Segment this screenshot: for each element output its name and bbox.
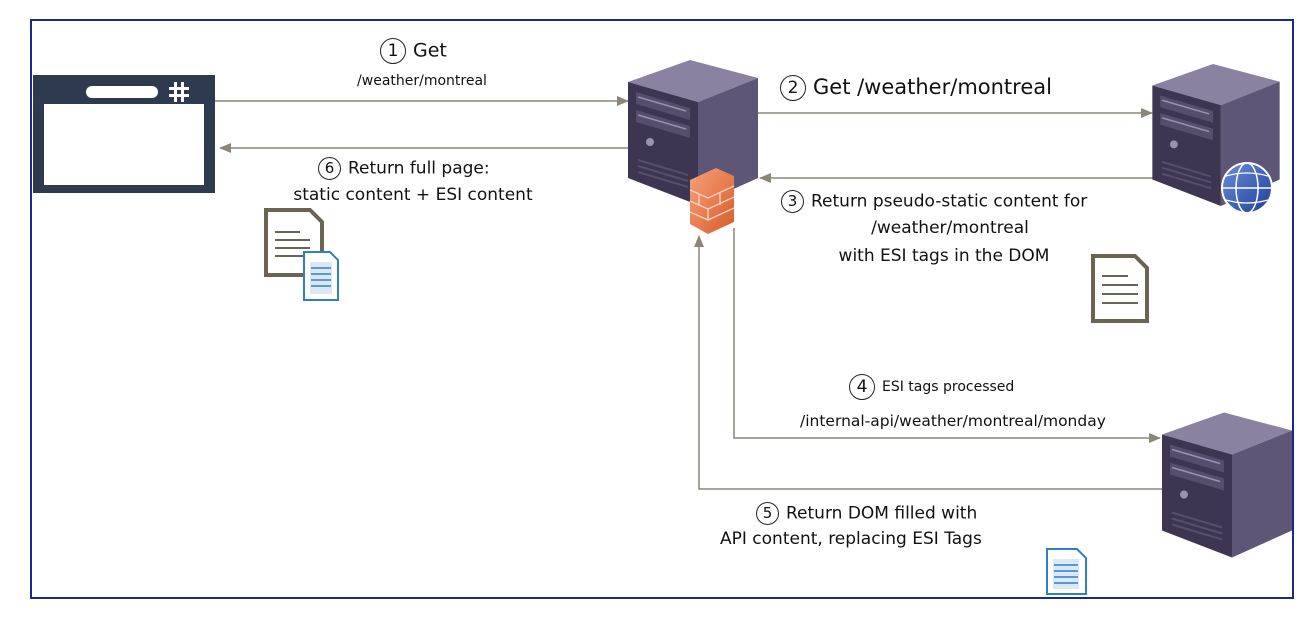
document-icon (303, 251, 339, 301)
step-3-line-1: /weather/montreal (871, 218, 1029, 238)
step-label: Return pseudo-static content for (811, 191, 1088, 212)
step-number-badge: 2 (780, 75, 806, 101)
step-2-title: 2 Get /weather/montreal (780, 75, 1052, 101)
step-6-title: 6 Return full page: (318, 157, 490, 180)
firewall-icon (689, 168, 735, 234)
arrow-step-4 (733, 228, 1161, 443)
api-server-icon (1162, 411, 1292, 559)
globe-icon (1221, 162, 1273, 214)
step-1-title: 1 Get (380, 38, 447, 64)
step-label: ESI tags processed (882, 379, 1015, 395)
step-label: Get /weather/montreal (813, 75, 1052, 99)
diagram-frame (30, 19, 1294, 599)
step-label: Return full page: (348, 158, 490, 179)
step-number-badge: 6 (318, 157, 341, 180)
document-icon (1091, 254, 1149, 323)
step-5-title: 5 Return DOM filled with (756, 502, 977, 525)
arrow-step-5 (694, 235, 1166, 490)
step-5-line-1: API content, replacing ESI Tags (720, 529, 982, 549)
step-label: Return DOM filled with (786, 503, 978, 524)
step-3-title: 3 Return pseudo-static content for (781, 190, 1087, 213)
step-number-badge: 4 (849, 374, 875, 400)
step-number-badge: 5 (756, 502, 779, 525)
browser-window-icon (33, 75, 215, 193)
step-3-line-2: with ESI tags in the DOM (838, 246, 1050, 266)
step-1-path: /weather/montreal (357, 73, 487, 89)
step-number-badge: 3 (781, 190, 804, 213)
step-label: Get (413, 39, 447, 62)
step-4-title: 4 ESI tags processed (849, 374, 1014, 400)
document-icon (1046, 548, 1087, 595)
step-4-path: /internal-api/weather/montreal/monday (800, 412, 1106, 430)
step-number-badge: 1 (380, 38, 406, 64)
step-6-line-1: static content + ESI content (293, 185, 533, 205)
